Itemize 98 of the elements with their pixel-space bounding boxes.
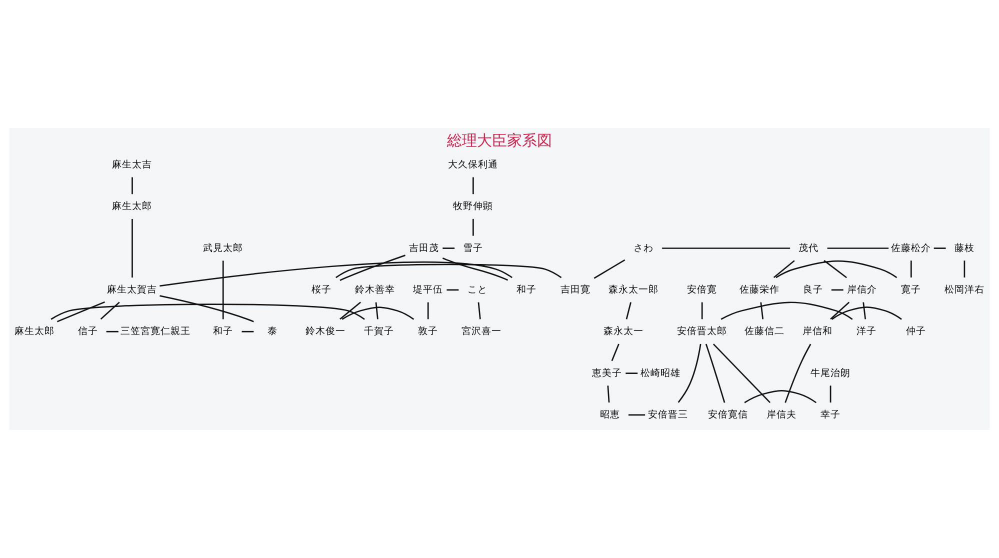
node-text: 吉田寛 <box>560 284 591 296</box>
node-text: 堤平伍 <box>413 284 444 296</box>
node-text: 桜子 <box>312 284 332 296</box>
connector <box>340 302 361 320</box>
node-text: 良子 <box>802 284 823 296</box>
node-text: 敦子 <box>418 326 438 338</box>
connector <box>760 302 764 320</box>
node-text: 森永太一 <box>604 326 644 338</box>
node-text: 茂代 <box>798 242 819 254</box>
node-text: 麻生太吉 <box>112 159 152 170</box>
node-text: 牛尾治朗 <box>810 368 851 379</box>
node-text: 幸子 <box>820 409 841 420</box>
node-text: 安倍晋三 <box>648 409 688 420</box>
connector <box>773 260 795 278</box>
connector <box>720 302 853 320</box>
connector <box>824 260 847 278</box>
node-text: 宮沢喜一 <box>461 326 502 338</box>
node-text: 佐藤栄作 <box>739 284 780 296</box>
node-text: 鈴木俊一 <box>306 326 346 338</box>
node-text: 松岡洋右 <box>944 284 984 296</box>
node-text: 和子 <box>516 284 536 296</box>
connector <box>910 260 912 278</box>
connector <box>472 177 474 194</box>
node-text: 恵美子 <box>592 368 622 379</box>
node-text: 麻生太郎 <box>112 201 152 212</box>
connector <box>830 386 832 403</box>
node-text: 和子 <box>213 326 234 338</box>
node-text: 岸信介 <box>846 284 877 296</box>
node-text: 岸信夫 <box>766 409 796 420</box>
connector <box>427 302 429 320</box>
connector <box>827 248 889 249</box>
node-text: 寛子 <box>901 284 922 296</box>
node-text: 鈴木善幸 <box>354 284 395 296</box>
connector <box>160 261 512 287</box>
connector <box>242 330 254 332</box>
connector <box>832 306 902 320</box>
node-text: 佐藤松介 <box>891 242 932 254</box>
connector <box>705 344 726 403</box>
connector <box>132 177 133 194</box>
connector <box>744 390 817 404</box>
connector <box>50 304 365 320</box>
connector <box>626 302 632 320</box>
connector <box>160 295 254 322</box>
node-text: 松崎昭雄 <box>640 368 680 379</box>
connector <box>862 302 866 320</box>
connector <box>106 330 118 332</box>
node-text: 雪子 <box>463 242 484 254</box>
connector <box>607 386 610 403</box>
node-text: 麻生太郎 <box>14 326 55 338</box>
connector <box>628 414 646 416</box>
connector <box>964 260 966 278</box>
node-text: 千賀子 <box>364 326 394 338</box>
node-text: 牧野伸顕 <box>453 201 494 212</box>
node-text: 泰 <box>267 326 278 338</box>
node-text: 吉田茂 <box>409 242 439 254</box>
connector <box>472 218 474 236</box>
connector <box>662 248 790 249</box>
diagram-title: 総理大臣家系図 <box>447 131 552 150</box>
node-text: さわ <box>633 242 654 254</box>
node-text: 安倍晋太郎 <box>677 326 728 338</box>
node-text: 安倍寛 <box>687 284 718 296</box>
node-text: 藤枝 <box>954 242 974 254</box>
node-text: 武見太郎 <box>203 242 244 254</box>
connector <box>784 344 812 403</box>
connector <box>594 259 626 279</box>
node-text: 三笠宮寛仁親王 <box>120 326 190 338</box>
connector <box>831 289 844 291</box>
node-text: 信子 <box>78 326 98 338</box>
node-text: 仲子 <box>906 326 926 338</box>
connector <box>342 306 414 320</box>
connector <box>442 248 455 249</box>
connector <box>442 257 508 281</box>
node-text: 森永太一郎 <box>608 284 659 296</box>
connector <box>701 302 703 320</box>
node-text: 安倍寛信 <box>708 409 748 420</box>
connector <box>56 301 106 322</box>
node-text: 佐藤信二 <box>744 326 784 338</box>
connector <box>712 344 770 404</box>
connector <box>611 344 620 362</box>
connector <box>132 219 133 278</box>
connector <box>626 372 638 374</box>
connector <box>446 289 459 291</box>
connector <box>375 302 378 320</box>
node-text: 麻生太賀吉 <box>107 284 158 296</box>
connector <box>678 344 702 403</box>
connector <box>776 260 898 278</box>
node-text: 大久保利通 <box>448 159 498 170</box>
connector <box>478 302 481 320</box>
connector <box>340 254 406 281</box>
connector <box>830 302 850 320</box>
connector <box>222 260 224 320</box>
node-text: 洋子 <box>856 326 877 338</box>
node-text: 岸信和 <box>802 326 833 338</box>
node-text: 昭恵 <box>600 409 620 420</box>
connector <box>336 264 562 278</box>
connector <box>934 248 946 249</box>
connector <box>100 302 120 320</box>
node-text: こと <box>467 284 488 296</box>
